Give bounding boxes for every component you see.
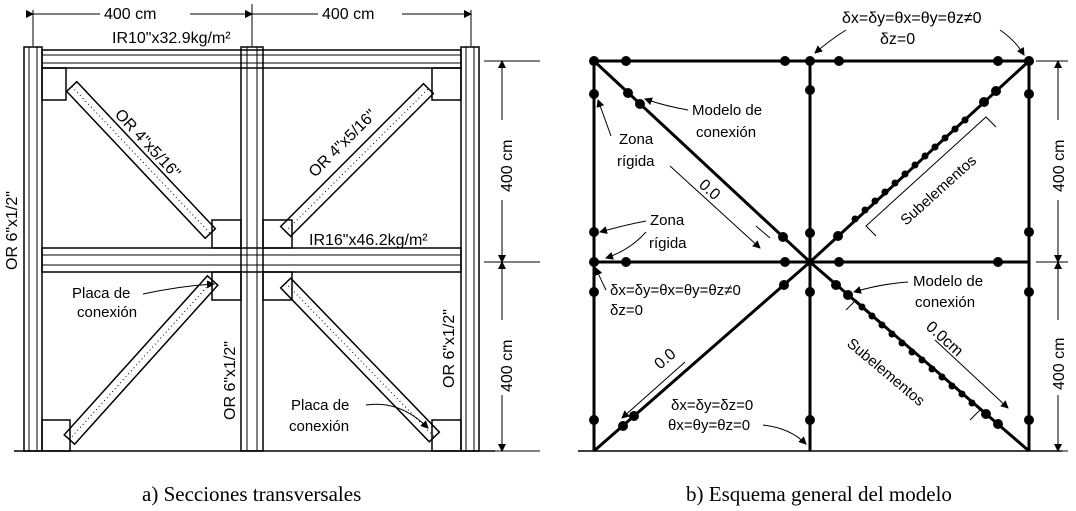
columns [23, 46, 480, 452]
zona-mid-annotation: Zona rígida [599, 212, 687, 260]
svg-text:rígida: rígida [649, 235, 687, 252]
svg-text:Zona: Zona [650, 212, 685, 229]
beams [41, 49, 462, 273]
caption-left: a) Secciones transversales [142, 482, 361, 506]
dim-height-upper-label: 400 cm [1051, 140, 1068, 192]
beam-top-label: IR10"x32.9kg/m² [112, 30, 231, 47]
bc-top-annotation: δx=δy=θx=θy=θz≠0 δz=0 [814, 10, 1025, 56]
svg-text:δx=δy=θx=θy=θz≠0: δx=δy=θx=θy=θz≠0 [610, 282, 741, 299]
left-panel-cross-sections: 400 cm 400 cm [4, 4, 495, 506]
plate-right-callout: Placa de conexión [289, 397, 429, 435]
subelem-lower-label: Subelementos [843, 335, 927, 410]
right-height-dimension: 400 cm 400 cm [1036, 60, 1068, 452]
subelem-upper-label: Subelementos [897, 152, 980, 229]
svg-text:Placa de: Placa de [72, 285, 130, 302]
svg-text:Placa de: Placa de [291, 397, 349, 414]
right-panel-model-scheme: 0.0 0.0 0.0cm 400 cm 400 cm [484, 10, 1068, 506]
svg-text:rígida: rígida [617, 153, 655, 170]
brace-lower-right [279, 277, 441, 443]
subelem-bracket-upper [865, 116, 997, 237]
svg-text:conexión: conexión [915, 294, 975, 311]
model-nodes [589, 56, 1034, 431]
subelement-nodes-upper [851, 116, 969, 223]
svg-text:conexión: conexión [77, 304, 137, 321]
beam-mid-label: IR16"x46.2kg/m² [309, 232, 428, 249]
svg-text:Modelo de: Modelo de [692, 102, 762, 119]
svg-text:Modelo de: Modelo de [913, 273, 983, 290]
conn-mid-annotation: Modelo de conexión [853, 273, 983, 311]
dim-height-lower-label: 400 cm [1051, 338, 1068, 390]
svg-text:conexión: conexión [696, 124, 756, 141]
beam-mid [41, 247, 462, 273]
caption-right: b) Esquema general del modelo [686, 482, 952, 506]
beam-top [41, 49, 462, 69]
bc-mid-annotation: δx=δy=θx=θy=θz≠0 δz=0 [594, 267, 741, 319]
bc-bottom-annotation: δx=δy=δz=0 θx=θy=θz=0 [668, 397, 807, 445]
brace-upper-left [65, 80, 217, 240]
brace-upper-right-label: OR 4"x5/16" [306, 107, 380, 181]
column-left [23, 46, 43, 452]
svg-text:δz=0: δz=0 [610, 302, 643, 319]
middle-height-dimension: 400 cm 400 cm [484, 60, 540, 452]
plate-left-callout: Placa de conexión [72, 280, 215, 321]
dim-upper-diag-label: 0.0 [695, 176, 723, 204]
braces [63, 80, 441, 446]
dim-height-mid-lower-label: 400 cm [499, 340, 516, 392]
svg-text:Zona: Zona [619, 131, 654, 148]
conn-top-annotation: Modelo de conexión [644, 97, 762, 141]
column-right [460, 46, 480, 452]
zona-top-annotation: Zona rígida [596, 99, 655, 170]
svg-text:δx=δy=θx=θy=θz≠0: δx=δy=θx=θy=θz≠0 [842, 10, 982, 27]
svg-text:conexión: conexión [289, 418, 349, 435]
column-right-label: OR 6"x1/2" [441, 309, 458, 388]
svg-text:θx=θy=θz=0: θx=θy=θz=0 [668, 417, 750, 434]
brace-upper-left-label: OR 4"x5/16" [111, 106, 183, 182]
dim-lower-right-label: 0.0cm [922, 318, 966, 360]
svg-text:δz=0: δz=0 [880, 31, 915, 48]
dim-lower-left-label: 0.0 [651, 346, 679, 373]
svg-text:δx=δy=δz=0: δx=δy=δz=0 [671, 397, 753, 414]
dim-top-left-label: 400 cm [104, 6, 156, 23]
column-center [240, 46, 264, 452]
column-left-label: OR 6"x1/2" [4, 191, 21, 270]
top-dimension: 400 cm 400 cm [26, 4, 472, 46]
column-center-label: OR 6"x1/2" [222, 341, 239, 420]
gusset-plates [41, 67, 462, 452]
dim-top-right-label: 400 cm [322, 6, 374, 23]
dim-height-mid-upper-label: 400 cm [499, 140, 516, 192]
subelem-bracket-lower [845, 299, 981, 421]
